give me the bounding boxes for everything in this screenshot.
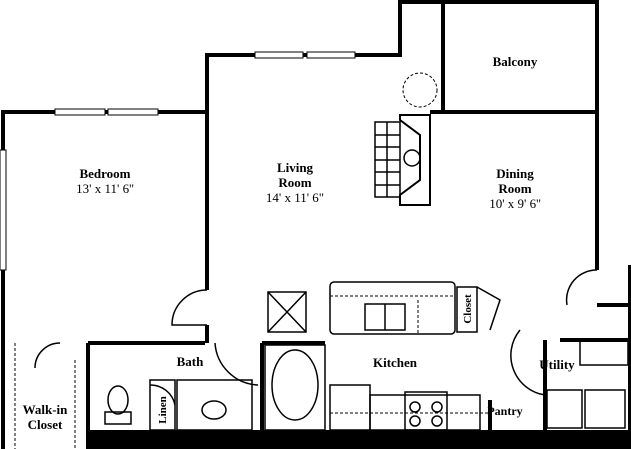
living-room-label-2: Room	[278, 175, 311, 190]
bedroom-label: Bedroom	[79, 166, 130, 181]
bath-label: Bath	[177, 354, 205, 369]
doors	[34, 269, 598, 406]
balcony-label: Balcony	[493, 54, 538, 69]
bath-fixtures	[104, 291, 326, 431]
closet-label: Closet	[462, 294, 474, 324]
windows	[0, 51, 356, 271]
bottom-wall-band	[88, 430, 631, 449]
right-wall	[628, 265, 631, 435]
utility-label: Utility	[539, 357, 575, 372]
dining-room-dimensions: 10' x 9' 6''	[489, 196, 541, 211]
walk-in-closet-label-2: Closet	[28, 417, 63, 432]
bedroom-dimensions: 13' x 11' 6''	[76, 181, 134, 196]
walk-in-closet-label-1: Walk-in	[23, 402, 69, 417]
dining-room-label-1: Dining	[496, 166, 534, 181]
living-room-dimensions: 14' x 11' 6"	[266, 190, 324, 205]
kitchen-fixtures	[329, 281, 629, 431]
linen-label: Linen	[157, 396, 169, 424]
fireplace	[374, 72, 438, 206]
kitchen-label: Kitchen	[373, 355, 418, 370]
dining-room-label-2: Room	[498, 181, 531, 196]
pantry-label: Pantry	[487, 404, 522, 418]
living-room-label-1: Living	[277, 160, 314, 175]
